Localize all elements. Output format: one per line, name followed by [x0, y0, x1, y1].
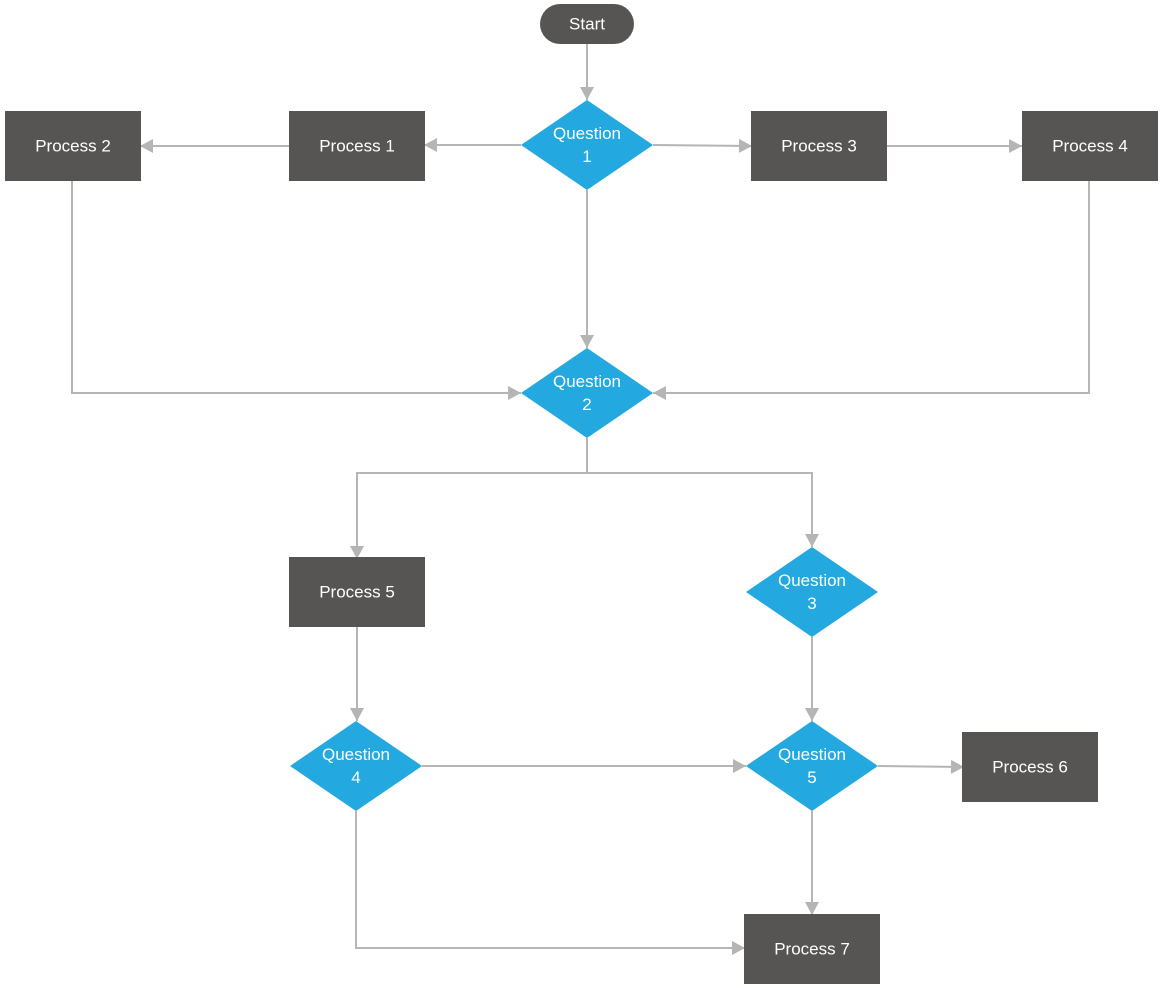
connector-q2-to-q3 — [587, 472, 819, 547]
node-label: Question — [778, 745, 846, 764]
decision-diamond[interactable] — [746, 721, 878, 811]
connector-line — [877, 765, 965, 768]
process-box[interactable] — [751, 111, 887, 181]
node-label: Question — [553, 124, 621, 143]
node-q2[interactable]: Question 2 — [521, 348, 653, 438]
decision-diamond[interactable] — [290, 721, 422, 811]
node-label: 3 — [807, 594, 816, 613]
connector-q5-to-p6 — [877, 759, 965, 774]
connector-p3-to-p4 — [887, 139, 1022, 153]
arrowhead-icon — [738, 138, 752, 153]
connector-line — [355, 811, 745, 949]
connector-q1-to-p1 — [424, 138, 521, 152]
arrowhead-icon — [350, 546, 364, 559]
connector-start-to-q1 — [580, 44, 594, 100]
node-p5[interactable]: Process 5 — [289, 557, 425, 627]
node-label: Question — [322, 745, 390, 764]
node-q5[interactable]: Question 5 — [746, 721, 878, 811]
connector-q3-to-q5 — [805, 637, 819, 721]
node-label: 4 — [351, 768, 360, 787]
node-q1[interactable]: Question 1 — [521, 100, 653, 190]
arrowhead-icon — [653, 386, 666, 400]
node-label: Process 1 — [319, 136, 395, 155]
connector-p2-to-q2 — [71, 180, 521, 400]
decision-diamond[interactable] — [746, 547, 878, 637]
arrowhead-icon — [805, 708, 819, 721]
arrowhead-icon — [733, 759, 746, 773]
node-q3[interactable]: Question 3 — [746, 547, 878, 637]
connector-q1-to-p3 — [652, 138, 753, 153]
arrowhead-icon — [805, 534, 819, 547]
node-label: Question — [778, 571, 846, 590]
node-label: Process 4 — [1052, 136, 1128, 155]
arrowhead-icon — [732, 941, 745, 955]
node-label: 1 — [582, 147, 591, 166]
arrowhead-icon — [580, 335, 594, 348]
node-label: 2 — [582, 395, 591, 414]
node-p1[interactable]: Process 1 — [289, 111, 425, 181]
node-label: Process 3 — [781, 136, 857, 155]
node-start[interactable]: Start — [540, 4, 634, 44]
arrowhead-icon — [424, 138, 437, 152]
node-p6[interactable]: Process 6 — [962, 732, 1098, 802]
node-label: 5 — [807, 768, 816, 787]
process-box[interactable] — [5, 111, 141, 181]
connector-q1-to-q2 — [580, 190, 594, 348]
connector-p1-to-p2 — [140, 139, 290, 153]
connector-p4-to-q2 — [653, 180, 1090, 400]
node-label: Question — [553, 372, 621, 391]
connector-line — [653, 180, 1090, 394]
connector-q4-to-p7 — [355, 811, 745, 955]
connector-line — [652, 144, 753, 147]
node-p7[interactable]: Process 7 — [744, 914, 880, 984]
connector-q2-to-p5 — [350, 438, 588, 559]
arrowhead-icon — [950, 759, 964, 774]
arrowhead-icon — [805, 902, 819, 915]
arrowhead-icon — [140, 139, 153, 153]
decision-diamond[interactable] — [521, 100, 653, 190]
arrowhead-icon — [1009, 139, 1022, 153]
process-box[interactable] — [289, 557, 425, 627]
terminal-pill[interactable] — [540, 4, 634, 44]
node-label: Process 2 — [35, 136, 111, 155]
process-box[interactable] — [744, 914, 880, 984]
connector-q5-to-p7 — [805, 811, 819, 915]
arrowhead-icon — [350, 708, 364, 721]
node-p4[interactable]: Process 4 — [1022, 111, 1158, 181]
connector-q4-to-q5 — [422, 759, 746, 773]
arrowhead-icon — [508, 386, 521, 400]
node-label: Process 7 — [774, 939, 850, 958]
node-p3[interactable]: Process 3 — [751, 111, 887, 181]
node-p2[interactable]: Process 2 — [5, 111, 141, 181]
arrowhead-icon — [580, 87, 594, 100]
connector-line — [587, 472, 813, 547]
connector-p5-to-q4 — [350, 627, 364, 721]
connector-line — [356, 438, 588, 559]
connectors — [71, 44, 1090, 955]
process-box[interactable] — [1022, 111, 1158, 181]
process-box[interactable] — [962, 732, 1098, 802]
process-box[interactable] — [289, 111, 425, 181]
node-label: Process 5 — [319, 582, 395, 601]
connector-line — [71, 180, 521, 394]
node-q4[interactable]: Question 4 — [290, 721, 422, 811]
node-label: Start — [569, 14, 605, 33]
nodes: StartQuestion1Question2Question3Question… — [5, 4, 1158, 984]
decision-diamond[interactable] — [521, 348, 653, 438]
node-label: Process 6 — [992, 757, 1068, 776]
